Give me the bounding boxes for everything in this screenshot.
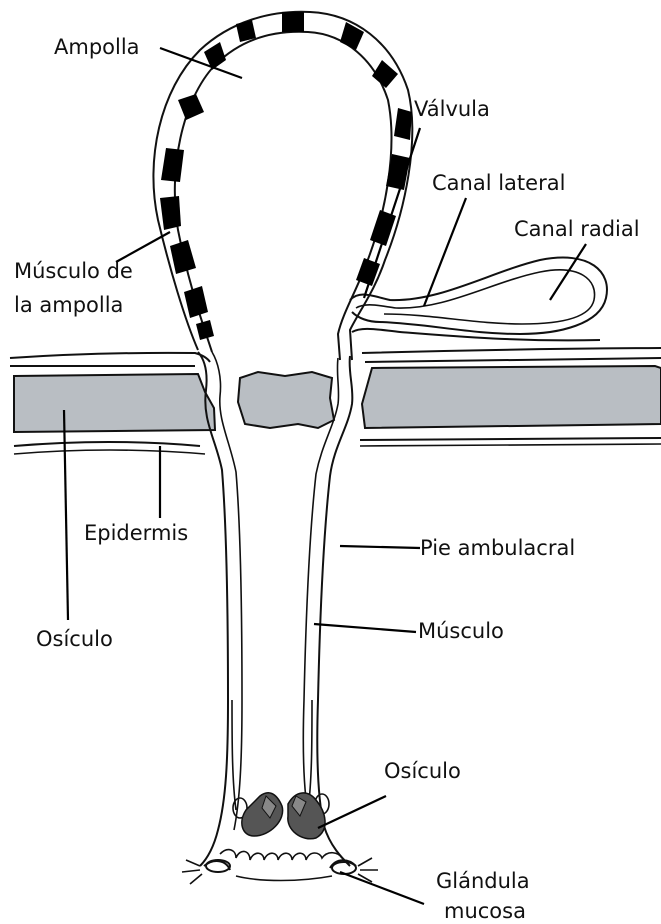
body-wall xyxy=(10,348,661,366)
leader-osiculo-left xyxy=(64,410,68,620)
label-musculo-ampolla-line2: la ampolla xyxy=(14,293,123,317)
label-canal-radial: Canal radial xyxy=(514,217,640,241)
ossicle-plate-right xyxy=(362,366,661,428)
leader-musculo xyxy=(314,624,416,632)
ossicle-plate-center xyxy=(238,372,334,428)
label-pie-ambulacral: Pie ambulacral xyxy=(420,536,575,560)
label-musculo-ampolla-line1: Músculo de xyxy=(14,259,133,283)
label-glandula-line2: mucosa xyxy=(444,899,526,923)
leader-canal-radial xyxy=(550,244,586,300)
leader-pie-ambulacral xyxy=(340,546,420,548)
leader-canal-lateral xyxy=(424,198,466,306)
label-valvula: Válvula xyxy=(414,97,490,121)
label-epidermis: Epidermis xyxy=(84,521,188,545)
tube-foot xyxy=(198,352,352,866)
ossicle-plate-left xyxy=(14,374,215,432)
label-canal-lateral: Canal lateral xyxy=(432,171,565,195)
sucker xyxy=(182,793,378,884)
leader-musculo-ampolla xyxy=(116,232,170,262)
label-osiculo-left: Osículo xyxy=(36,627,113,651)
label-musculo: Músculo xyxy=(418,619,504,643)
label-osiculo-bottom: Osículo xyxy=(384,759,461,783)
label-ampolla: Ampolla xyxy=(54,35,140,59)
label-glandula-line1: Glándula xyxy=(436,869,530,893)
leader-glandula xyxy=(340,872,424,904)
labels: Ampolla Válvula Canal lateral Canal radi… xyxy=(14,35,640,923)
